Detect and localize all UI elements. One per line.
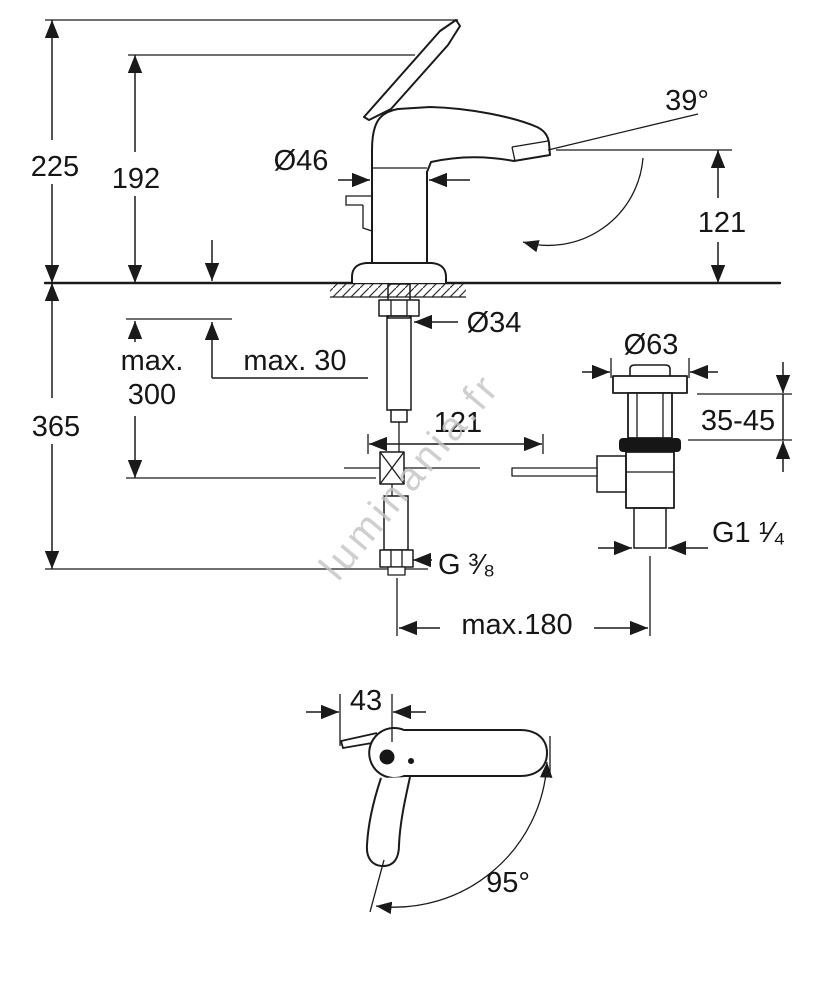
label-hose-length-1: max.: [121, 345, 184, 377]
label-deck-thickness: max. 30: [243, 345, 346, 377]
faucet-base: [351, 262, 447, 283]
dim-hose-thread: G ³⁄₈: [413, 549, 495, 581]
waste-threaded-tail: [633, 507, 667, 549]
hose-fitting: [390, 409, 408, 423]
dim-body-height: 192: [112, 55, 160, 283]
faucet-body-spout: [371, 106, 551, 263]
label-hose-length-2: 300: [128, 379, 176, 411]
label-rod-offset: 121: [434, 407, 482, 439]
mounting-nut: [378, 299, 420, 317]
topview-handle: [365, 776, 411, 867]
dim-waste-flange-diameter: Ø63: [582, 329, 718, 380]
dim-spout-angle: 39°: [522, 85, 709, 253]
dim-waste-thread: G1 ¹⁄₄: [598, 517, 785, 556]
label-hole-diameter: Ø34: [467, 307, 522, 339]
extension-lines: [45, 19, 732, 570]
label-below-deck-total: 365: [32, 411, 80, 443]
dim-clamping-range: 35-45: [688, 362, 792, 472]
label-waste-thread: G1 ¹⁄₄: [712, 517, 785, 549]
faucet-pullrod-hook: [345, 195, 373, 232]
dim-body-diameter: Ø46: [274, 145, 470, 188]
waste-rod-knob: [596, 455, 627, 493]
topview-lever-tip: [339, 732, 378, 750]
label-handle-swing: 95°: [486, 867, 530, 899]
dim-handle-width: 43: [306, 685, 426, 746]
topview-pin-dot: [408, 758, 414, 764]
dim-hole-diameter: Ø34: [414, 307, 521, 339]
faucet-undercounter: [344, 283, 480, 576]
dim-handle-swing: 95°: [369, 736, 553, 915]
waste-seal-ring: [619, 438, 681, 452]
dim-rod-offset: 121: [367, 407, 544, 454]
dim-max-reach: max.180: [396, 556, 651, 641]
waste-body: [625, 451, 675, 509]
topview-cartridge-dot: [379, 749, 395, 765]
label-total-height: 225: [31, 151, 79, 183]
label-clamping-range: 35-45: [701, 405, 775, 437]
dim-below-deck-total: 365: [32, 283, 80, 569]
dim-spout-height: 121: [698, 150, 746, 283]
waste-top-cap: [629, 364, 671, 376]
countertop-section: [43, 281, 782, 298]
waste-flange: [612, 375, 688, 394]
label-handle-width: 43: [350, 685, 382, 717]
hose-end-tail: [387, 566, 406, 576]
label-hose-thread: G ³⁄₈: [438, 549, 495, 581]
dim-deck-thickness: max. 30: [204, 240, 368, 379]
faucet-top-view: [339, 727, 548, 867]
counter-hatch: [330, 284, 466, 297]
topview-body: [368, 727, 548, 779]
dim-hose-length: max. 300: [121, 321, 184, 478]
faucet-lever: [363, 19, 461, 121]
waste-neck: [627, 392, 673, 439]
label-max-reach: max.180: [461, 609, 572, 641]
hose-end-nut: [379, 549, 414, 568]
popup-waste-assembly: [511, 364, 688, 549]
waste-pull-rod: [511, 467, 598, 477]
dim-total-height: 225: [31, 20, 79, 283]
label-spout-height: 121: [698, 207, 746, 239]
faucet-side-view: [345, 19, 551, 283]
supply-hose-upper: [386, 315, 412, 411]
label-body-diameter: Ø46: [274, 145, 329, 177]
label-waste-flange-diameter: Ø63: [624, 329, 679, 361]
label-spout-angle: 39°: [665, 85, 709, 117]
label-body-height: 192: [112, 163, 160, 195]
